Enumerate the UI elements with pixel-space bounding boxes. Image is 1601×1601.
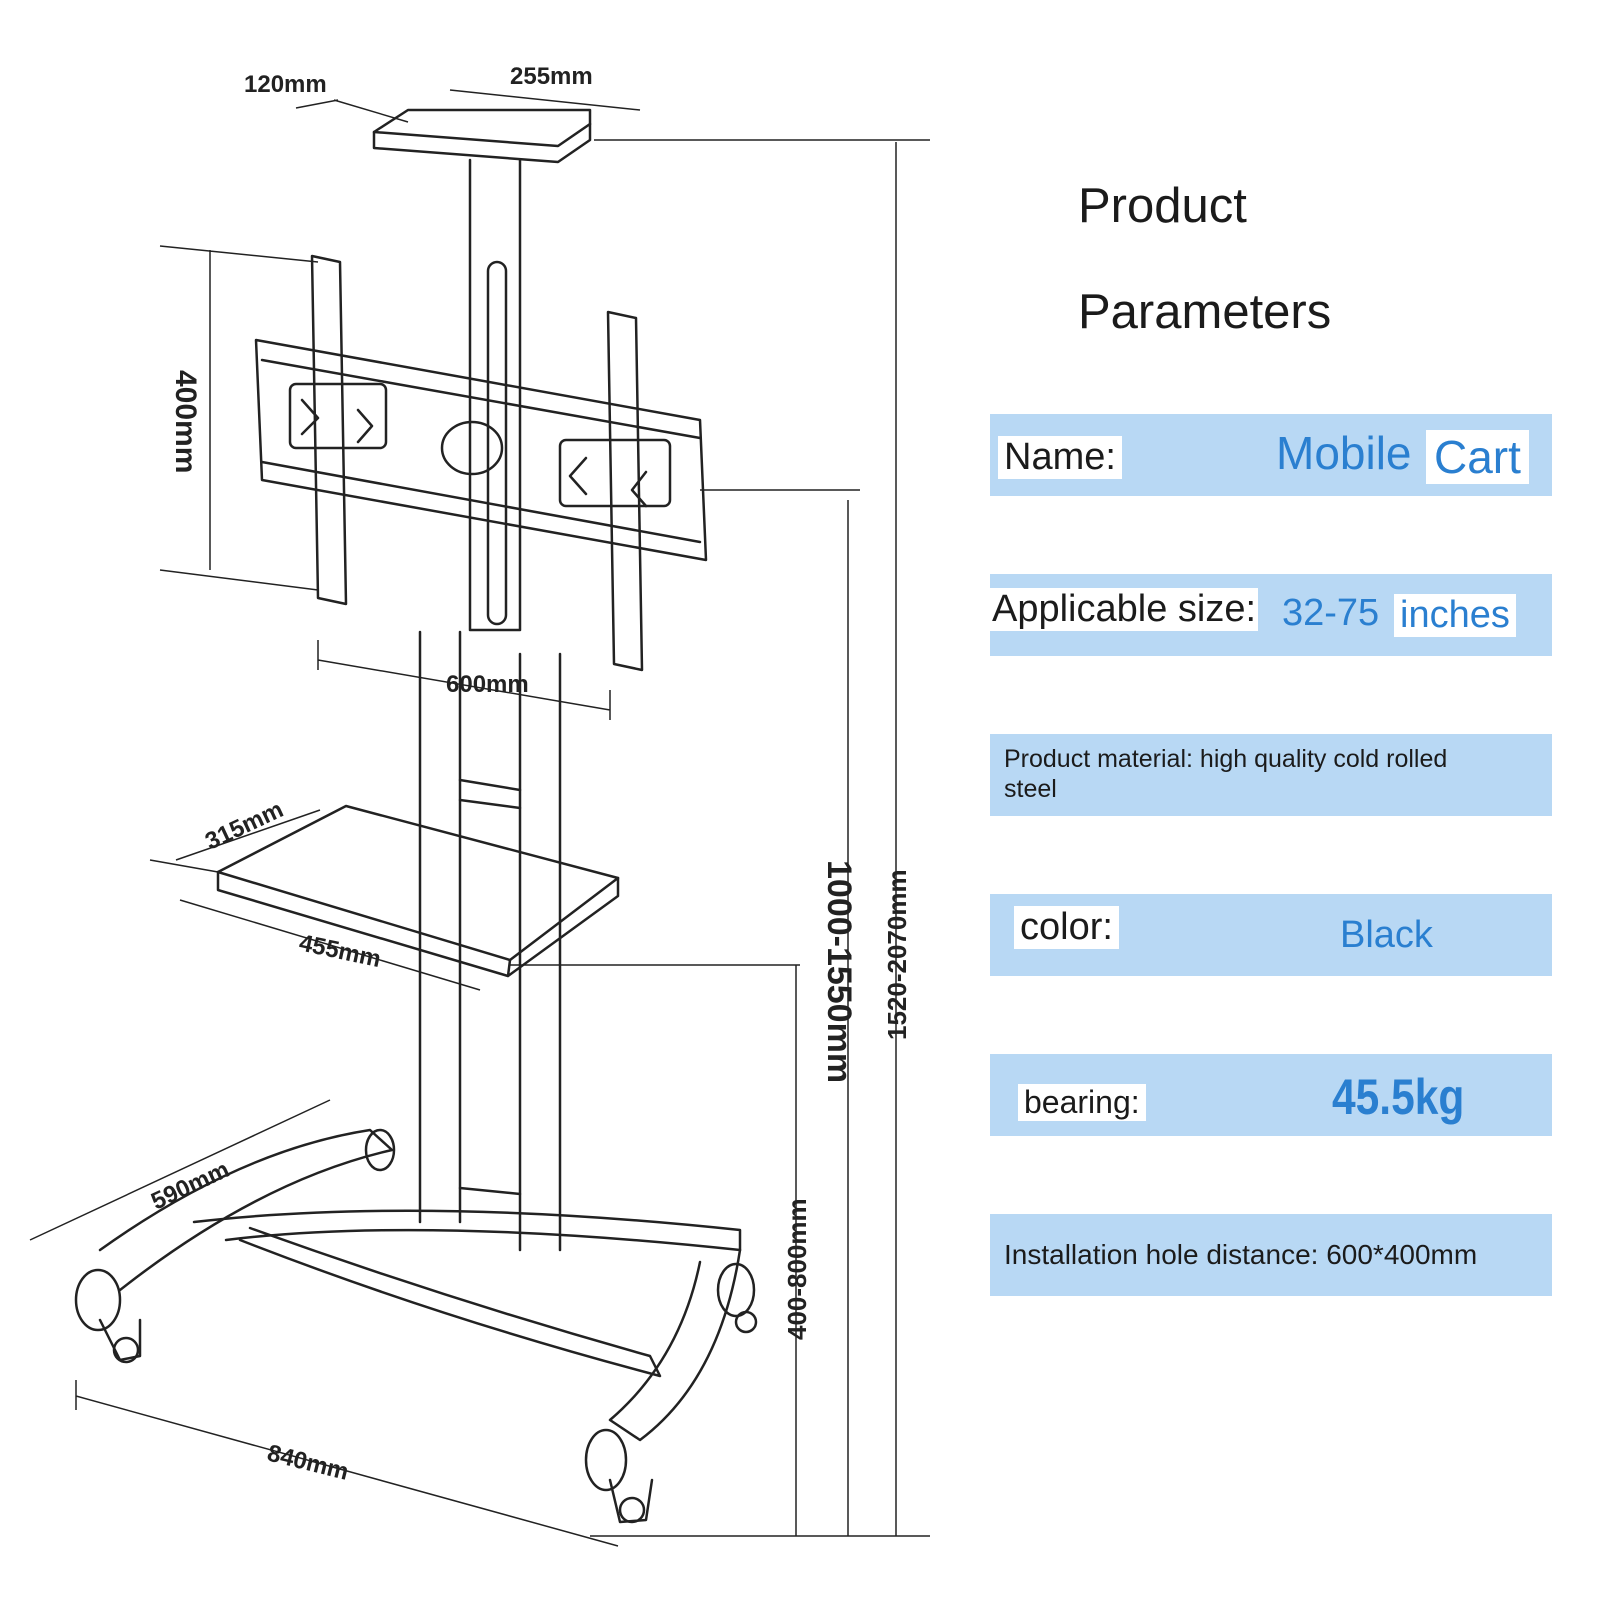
params-title-line2: Parameters bbox=[1078, 285, 1332, 339]
param-row-name: Name: Mobile Cart bbox=[990, 414, 1552, 496]
hole-distance-text: Installation hole distance: 600*400mm bbox=[1004, 1239, 1478, 1270]
right-rail bbox=[606, 310, 644, 672]
caster-rear-left bbox=[364, 1128, 396, 1172]
dim-shelf-height: 400-800mm bbox=[782, 1198, 812, 1340]
caster-front-left bbox=[74, 1268, 122, 1332]
center-column bbox=[468, 158, 522, 632]
name-value-2: Cart bbox=[1426, 430, 1529, 484]
caster-rear-right bbox=[716, 1262, 756, 1318]
tv-cart-diagram: 120mm 255mm 400mm 600mm 315mm 455mm 590m… bbox=[29, 63, 930, 1547]
bearing-label: bearing: bbox=[1018, 1084, 1146, 1121]
size-value-1: 32-75 bbox=[1282, 592, 1380, 634]
dim-bracket-height: 400mm bbox=[169, 370, 202, 473]
color-label: color: bbox=[1014, 906, 1119, 949]
param-row-hole-distance: Installation hole distance: 600*400mm bbox=[990, 1214, 1552, 1296]
left-post bbox=[418, 630, 462, 1224]
params-title-line1: Product bbox=[1078, 179, 1247, 233]
param-row-size: Applicable size: 32-75 inches bbox=[990, 574, 1552, 656]
bearing-value: 45.5kg bbox=[1332, 1069, 1465, 1125]
base-frame bbox=[192, 1209, 742, 1252]
param-row-bearing: bearing: 45.5kg bbox=[990, 1054, 1552, 1136]
vesa-bracket bbox=[254, 338, 708, 562]
color-value: Black bbox=[1340, 914, 1433, 956]
name-label: Name: bbox=[998, 436, 1122, 479]
dim-shelf-depth: 315mm bbox=[201, 796, 287, 855]
dim-top-plate-width: 255mm bbox=[510, 63, 593, 90]
left-rail bbox=[310, 254, 348, 606]
dim-bracket-width: 600mm bbox=[446, 671, 529, 698]
dim-bracket-height-range: 1000-1550mm bbox=[820, 860, 858, 1083]
caster-front-right bbox=[584, 1428, 628, 1492]
shelf bbox=[216, 804, 620, 962]
name-value-1: Mobile bbox=[1276, 427, 1412, 479]
top-plate bbox=[372, 108, 592, 164]
dim-base-width: 840mm bbox=[265, 1440, 352, 1486]
dim-total-height: 1520-2070mm bbox=[882, 869, 912, 1040]
size-label: Applicable size: bbox=[990, 588, 1259, 631]
size-value-2: inches bbox=[1394, 594, 1516, 637]
param-row-material: Product material: high quality cold roll… bbox=[990, 734, 1552, 816]
material-text: Product material: high quality cold roll… bbox=[1004, 745, 1448, 803]
param-row-color: color: Black bbox=[990, 894, 1552, 976]
dim-top-plate-depth: 120mm bbox=[244, 71, 327, 98]
